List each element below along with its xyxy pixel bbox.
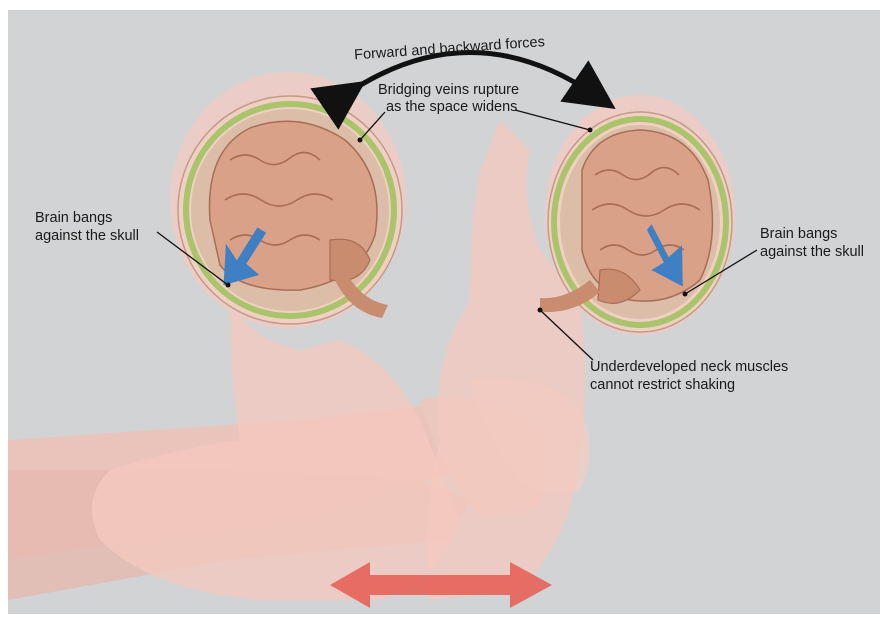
brain-right-label-line1: Brain bangs <box>760 226 837 242</box>
brain-left-label-line1: Brain bangs <box>35 210 112 226</box>
bridging-label-line1: Bridging veins rupture <box>378 82 519 98</box>
shaken-baby-diagram: Forward and backward forces Bridging vei… <box>8 10 880 614</box>
brain-right-label-line2: against the skull <box>760 244 864 260</box>
diagram-panel: Forward and backward forces Bridging vei… <box>8 10 880 614</box>
neck-label-line2: cannot restrict shaking <box>590 377 735 393</box>
neck-label-line1: Underdeveloped neck muscles <box>590 359 788 375</box>
bridging-label-line2: as the space widens <box>386 99 517 115</box>
brain-left-label-line2: against the skull <box>35 228 139 244</box>
